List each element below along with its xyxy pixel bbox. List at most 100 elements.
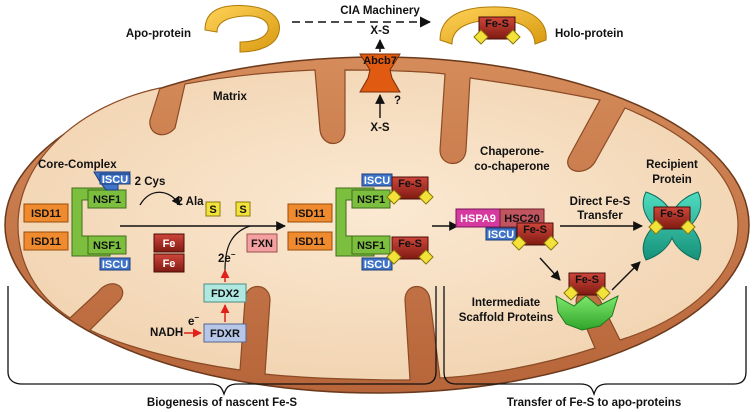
isd11-loaded-bottom-label: ISD11 [295,236,325,248]
electron-arc [224,225,251,271]
question-label: ? [394,95,401,107]
holo-protein-shape [439,6,547,45]
two-e-label: 2e− [218,250,236,265]
isd11-loaded-top [287,203,333,223]
nsf1-loaded-bottom-label: NSF1 [357,240,385,252]
fdx2-box [203,283,247,303]
fes-cluster-loaded-bottom: Fe-S [386,236,434,265]
sulfur-diamond [386,189,402,205]
sulfur-diamond [543,235,559,251]
intermediate-to-recipient-arrow [611,261,641,291]
nsf1-bottom-label: NSF1 [93,240,121,252]
sulfur-diamond [473,29,489,45]
fes-block [391,236,429,260]
sulfur-diamond [680,219,696,235]
e-label: e− [188,313,199,328]
fdx2-label: FDX2 [211,288,239,300]
isd11-bottom [23,231,69,251]
sulfur-diamond [511,235,527,251]
iscu-bottom-label: ISCU [102,259,128,271]
nsf1-bottom [87,235,127,255]
fes-block [391,176,429,200]
chaperone-title-1: Chaperone- [480,146,544,158]
iscu-loaded-bottom [361,257,393,271]
fxn-label: FXN [251,238,273,250]
hspa9-label: HSPA9 [460,213,496,225]
to-intermediate-arrow [539,257,561,281]
sulfur-cube-1 [205,201,221,217]
apo-protein-shape [204,5,280,53]
sulfur-diamond [648,219,664,235]
hsc20-label: HSC20 [504,213,539,225]
fes-label: Fe-S [523,224,547,236]
fes-cluster-recipient: Fe-S [648,206,696,235]
iscu-loaded-top-label: ISCU [364,175,390,187]
isd11-top-label: ISD11 [31,208,61,220]
recipient-title-2: Protein [652,174,692,186]
chaperone-title-2: co-chaperone [474,161,549,173]
sulfur-diamond [418,249,434,265]
transfer-brace [443,286,747,397]
biogenesis-brace [7,286,437,397]
sulfur-cube-2 [235,201,251,217]
xs-top-label: X-S [370,25,390,37]
fes-block [568,272,606,296]
sulfur-diamond [563,285,579,301]
fdxr-label: FDXR [210,328,240,340]
ala-label: 2 Ala [176,196,204,208]
nadh-label: NADH [150,327,183,339]
sulfur-diamond [418,189,434,205]
core-complex-title: Core-Complex [38,159,117,171]
xs-matrix-label: X-S [370,122,390,134]
nsf1-loaded-top-label: NSF1 [357,194,385,206]
recipient-title-1: Recipient [646,159,698,171]
fes-block [516,222,554,246]
fdxr-box [203,323,247,343]
direct-transfer-2: Transfer [577,210,623,222]
fes-cluster-chaperone: Fe-S [511,222,559,251]
intermediate-scaffold-shape [555,295,619,331]
matrix-label: Matrix [213,91,247,103]
core-complex-left: NSF1 NSF1 ISCU ISCU ISD11 ISD11 [23,171,131,271]
iron-label-2: Fe [163,258,176,270]
nsf1-loaded-bottom [351,235,391,255]
direct-transfer-1: Direct Fe-S [570,196,631,208]
fes-label: Fe-S [398,238,422,250]
apo-protein-label: Apo-protein [126,28,191,40]
core-complex-loaded: NSF1 NSF1 ISCU ISCU ISD11 ISD11 [287,173,393,271]
fes-label: Fe-S [398,178,422,190]
fes-label: Fe-S [575,274,599,286]
transfer-caption: Transfer of Fe-S to apo-proteins [507,397,681,409]
abcb7-label: Abcb7 [363,55,397,67]
fes-cluster-holo: Fe-S [473,16,521,45]
sulfur-diamond [505,29,521,45]
cys-label: 2 Cys [135,176,166,188]
fes-label: Fe-S [660,208,684,220]
isd11-loaded-top-label: ISD11 [295,208,325,220]
fxn-box [246,233,278,253]
intermediate-title-1: Intermediate [472,297,540,309]
sulfur-label-1: S [209,204,216,216]
iscu-top-label: ISCU [102,174,128,186]
fes-cluster-loaded-top: Fe-S [386,176,434,205]
intermediate-title-2: Scaffold Proteins [459,312,554,324]
iscu-loaded-bottom-label: ISCU [364,259,390,271]
iscu-chaperone-label: ISCU [488,229,514,241]
iscu-top [99,173,131,185]
isd11-bottom-label: ISD11 [31,236,61,248]
isd11-loaded-bottom [287,231,333,251]
iron-block-1 [153,233,185,253]
fes-block [478,16,516,40]
nsf1-top-label: NSF1 [93,194,121,206]
iscu-chaperone [485,227,517,241]
iscu-bottom [99,257,131,271]
sulfur-label-2: S [239,204,246,216]
fes-block [653,206,691,230]
fes-cluster-intermediate: Fe-S [563,272,611,301]
iron-label-1: Fe [163,238,176,250]
iron-block-2 [153,253,185,273]
cia-machinery-label: CIA Machinery [340,5,420,17]
abcb7-transporter [359,53,401,93]
